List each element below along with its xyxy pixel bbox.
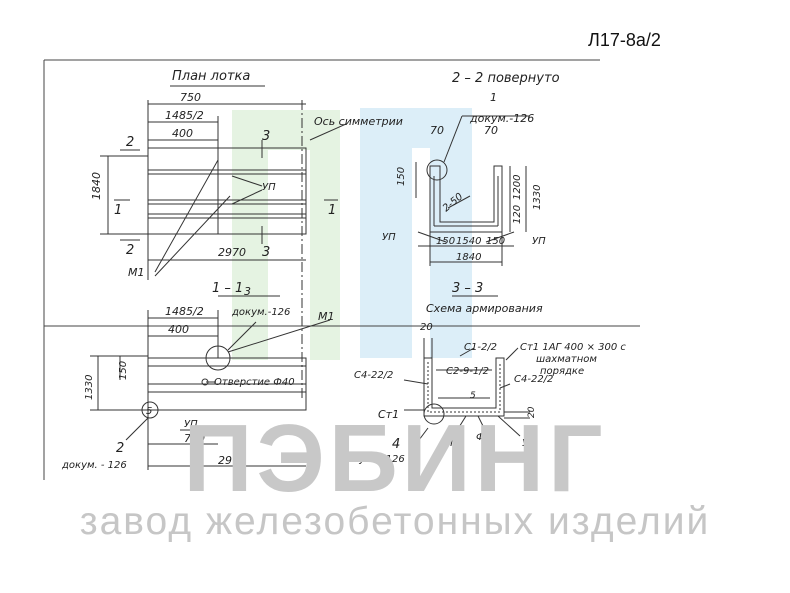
section-2-2-dim-120: 120 <box>512 205 523 224</box>
section-1-1-m1: М1 <box>318 310 335 323</box>
section-3-3-up-1: УП <box>444 438 458 449</box>
section-3-3-dim-20: 20 <box>420 322 433 333</box>
plan-title: План лотка <box>172 69 250 84</box>
section-1-1-up: УП <box>184 419 198 430</box>
section-3-3 <box>403 295 530 453</box>
section-2-2 <box>415 115 530 266</box>
section-3-3-ct1-top: Ст1 1АГ 400 × 300 с <box>520 342 626 353</box>
section-1-1-doc: докум.-126 <box>231 307 290 318</box>
section-2-2-dim-150: 150 <box>396 167 407 186</box>
plan-m1-label: М1 <box>128 266 145 279</box>
section-1-1-dim-1485: 1485/2 <box>165 305 204 318</box>
plan-dim-1485: 1485/2 <box>165 109 204 122</box>
section-3-3-ref-4: 4 <box>392 437 400 452</box>
section-3-3-c4-right: С4-22/2 <box>514 374 553 385</box>
section-3-3-title: 3 – 3 <box>452 281 483 296</box>
section-3-3-dim-20b: 20 <box>527 406 537 418</box>
plan-view <box>100 85 347 400</box>
plan-section-2-bottom: 2 <box>126 243 134 258</box>
detail-circle-4 <box>423 403 445 425</box>
section-3-3-subtitle: Схема армирования <box>426 302 543 315</box>
section-3-3-five: 5 <box>470 391 476 401</box>
section-1-1-ref-2: 2 <box>116 441 124 456</box>
section-2-2-dim-70a: 70 <box>430 124 444 137</box>
plan-section-1-right: 1 <box>328 203 336 218</box>
section-1-1-dim-1330: 1330 <box>84 375 95 400</box>
watermark-tagline: завод железобетонных изделий <box>79 500 711 543</box>
watermark-bar-green-2 <box>268 110 340 150</box>
plan-outline <box>147 147 307 235</box>
section-3-3-shakh: шахматном <box>536 354 597 365</box>
watermark-brand: ПЭБИНГ <box>183 405 607 512</box>
section-1-1-detail-5: 5 <box>146 406 152 417</box>
section-2-2-dim-70b: 70 <box>484 124 498 137</box>
plan-dim-1840: 1840 <box>90 172 103 200</box>
section-1-1-dim-400: 400 <box>168 323 189 336</box>
section-2-2-dim-150b: 150 <box>436 236 455 247</box>
plan-dim-400: 400 <box>172 127 193 140</box>
plan-up-label: УП <box>262 182 276 193</box>
watermark-bar-blue-1 <box>360 108 412 358</box>
section-2-2-ref: 1 <box>490 91 497 104</box>
watermark-bar-blue-2 <box>412 108 472 148</box>
detail-circle-1 <box>426 159 448 181</box>
section-2-2-up-left: УП <box>382 232 396 243</box>
scan-frame <box>43 59 640 480</box>
section-3-3-c29: С2-9-1/2 <box>446 366 489 377</box>
section-1-1 <box>90 295 331 470</box>
plan-section-3-top: 3 <box>262 129 270 144</box>
section-1-1-ref: 3 <box>244 285 251 298</box>
plan-section-1-left: 1 <box>114 203 122 218</box>
detail-circle-2 <box>141 401 159 419</box>
detail-circle-3 <box>205 345 231 371</box>
section-3-3-poryadke: порядке <box>540 366 584 377</box>
section-3-3-up-2: УП <box>522 438 536 449</box>
plan-dim-2970: 2970 <box>218 246 246 259</box>
section-2-2-title: 2 – 2 повернуто <box>452 71 560 86</box>
section-1-1-dim-750: 750 <box>184 432 205 445</box>
section-2-2-dim-1330: 1330 <box>532 185 543 210</box>
plan-section-2-top: 2 <box>126 135 134 150</box>
section-1-1-doc-2: докум. - 126 <box>61 460 127 471</box>
section-1-1-dim-2970: 2970 <box>218 454 246 467</box>
section-3-3-doc: докум. - 126 <box>339 454 405 465</box>
section-2-2-profile <box>429 165 503 233</box>
drawing-code: Л17-8а/2 <box>588 30 661 50</box>
section-2-2-dim-1200: 1200 <box>512 175 523 200</box>
section-2-2-dim-1840: 1840 <box>456 252 481 263</box>
section-1-1-title: 1 – 1 <box>212 281 243 296</box>
section-2-2-dim-1540: 1540 <box>456 236 481 247</box>
section-2-2-doc: докум.-126 <box>469 112 534 125</box>
watermark-bar-green-3 <box>310 150 340 360</box>
plan-dim-750: 750 <box>180 91 201 104</box>
section-2-2-dim-150c: 150 <box>486 236 505 247</box>
section-3-3-ct1: Ст1 <box>378 408 399 421</box>
section-3-3-c122: С1-2/2 <box>464 342 497 353</box>
section-3-3-c4-left: С4-22/2 <box>354 370 393 381</box>
watermark-bar-blue-3 <box>430 148 472 358</box>
section-1-1-hole: Отверстие Ф40 <box>214 377 295 388</box>
section-3-3-f1: Ф1 <box>476 432 491 443</box>
section-3-3-profile <box>423 357 505 417</box>
section-3-3-rebar <box>427 362 501 413</box>
section-2-2-up-right: УП <box>532 236 546 247</box>
plan-axis-label: Ось симметрии <box>314 115 403 128</box>
section-1-1-dim-150: 150 <box>118 361 129 380</box>
plan-section-3-bottom: 3 <box>262 245 270 260</box>
